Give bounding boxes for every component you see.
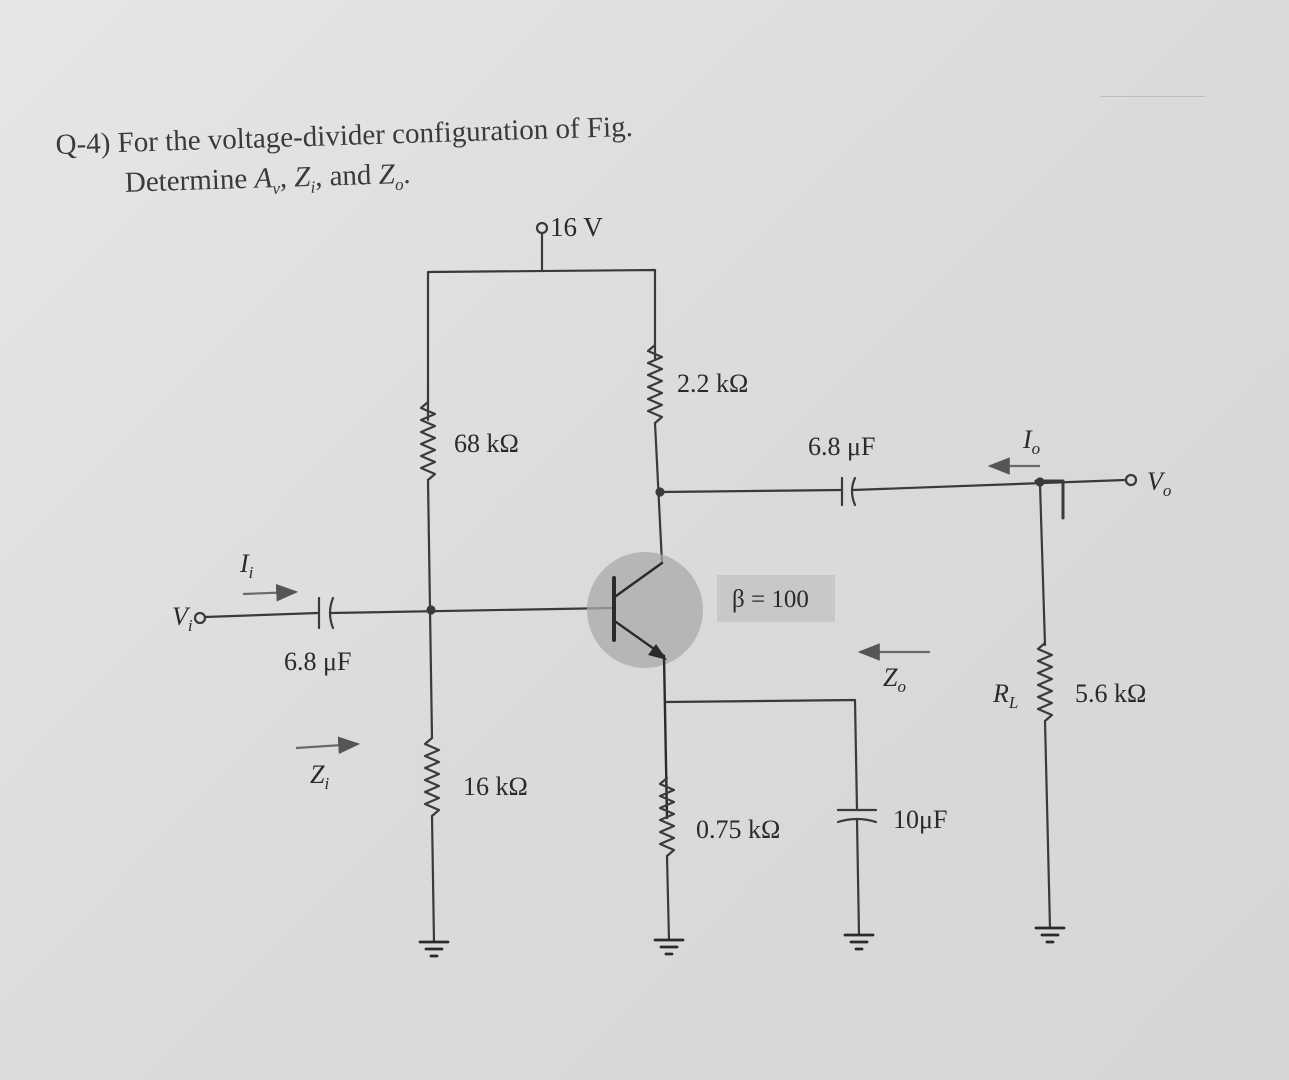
emitter-to-ce-wire [664,698,859,812]
ii-arrow-icon [242,583,299,602]
emitter-arrow-icon [648,644,667,660]
collector-to-cout-wire [658,488,844,494]
ground-icon [843,933,875,951]
ce-ground-wire [855,818,861,937]
top-rail [426,268,657,422]
re-ground-wire [665,854,671,942]
cout-plate-right [850,476,857,507]
output-tap [1034,479,1065,520]
resistor-rl [1036,641,1054,723]
rl-name-label: RL [992,679,1018,712]
resistor-r1 [419,400,437,482]
ii-label: Ii [239,549,254,582]
ground-icon [1034,926,1066,944]
zi-label: Zi [310,760,329,793]
collector-junction [655,487,665,497]
r2-label: 16 kΩ [463,772,528,801]
base-junction [426,605,436,615]
resistor-rc [646,343,664,425]
beta-box [717,575,835,622]
input-terminal [193,611,207,625]
io-label: Io [1022,425,1040,458]
ground-icon [653,938,685,956]
ground-symbols [418,926,1066,958]
input-wire [203,611,320,619]
rl-top-wire [1038,482,1047,647]
vi-label: Vi [172,602,193,635]
resistor-re [658,776,676,858]
zo-label: Zo [883,663,906,696]
output-junction [1035,477,1045,487]
rc-label: 2.2 kΩ [677,369,748,398]
re-label: 0.75 kΩ [696,815,780,844]
stray-mark [1100,96,1205,97]
ground-icon [418,940,450,958]
supply-label: 16 V [550,212,603,242]
cin-label: 6.8 μF [284,647,351,676]
output-wire [851,478,1127,492]
input-to-base-wire [329,606,614,615]
transistor-body [587,552,703,668]
r1-label: 68 kΩ [454,429,519,458]
rl-ground-wire [1043,719,1052,930]
transistor-collector-lead [614,561,664,598]
resistor-r2 [423,736,441,818]
vo-label: Vo [1147,467,1171,500]
ce-label: 10μF [893,805,947,834]
rl-value-label: 5.6 kΩ [1075,679,1146,708]
supply-terminal [535,221,549,235]
output-terminal [1124,473,1138,487]
zi-arrow-icon [295,736,361,755]
emitter-wire [662,654,669,820]
cout-label: 6.8 μF [808,432,875,461]
r2-ground-wire [430,814,436,944]
beta-label: β = 100 [732,586,809,613]
